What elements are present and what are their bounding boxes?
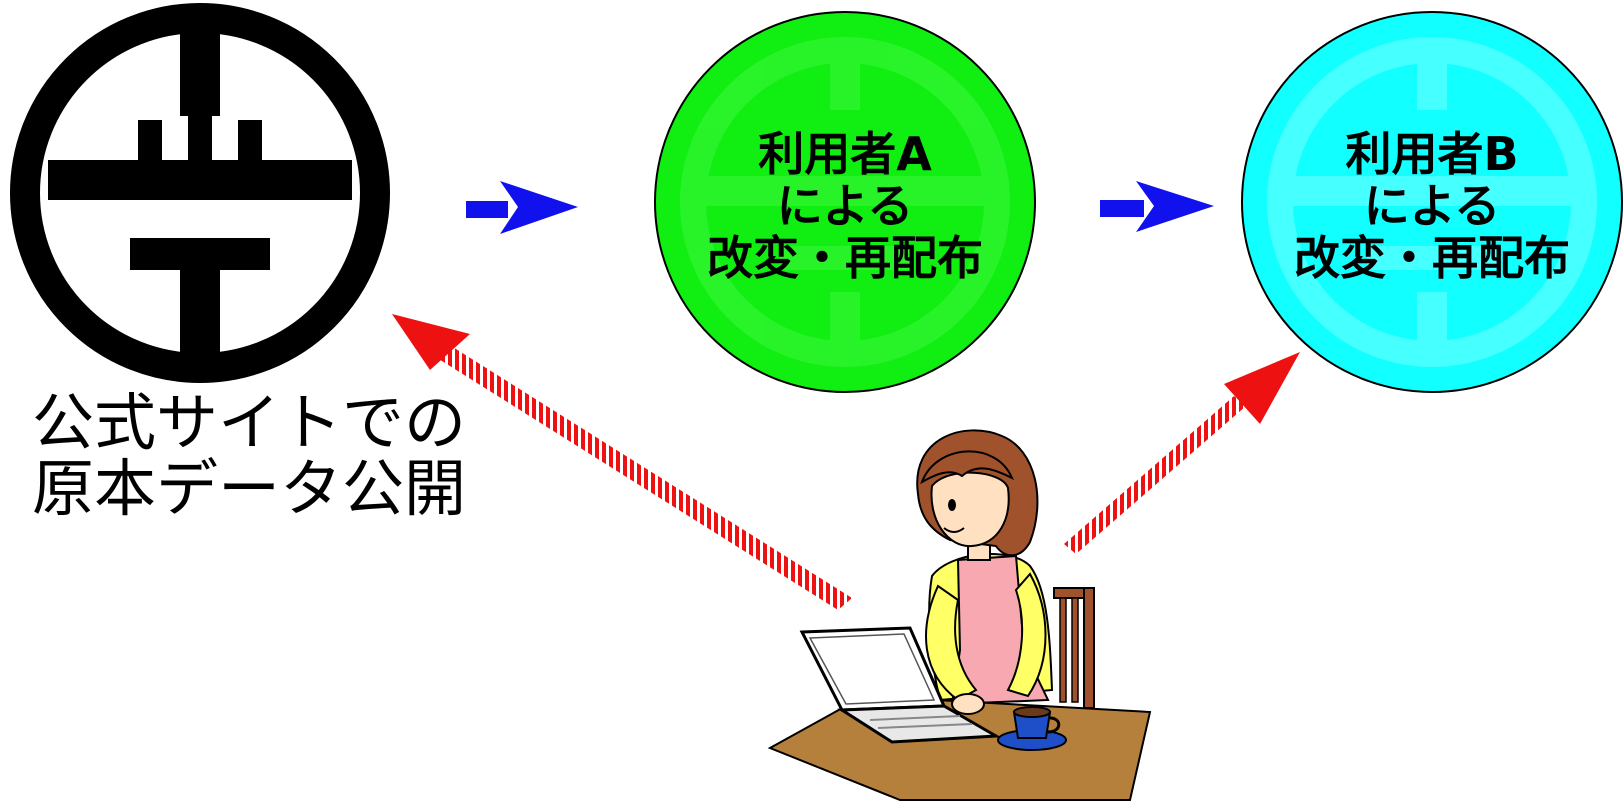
user-a-line3: 改変・再配布 — [707, 231, 983, 285]
official-emblem-icon — [10, 3, 390, 383]
user-b-line3: 改変・再配布 — [1294, 231, 1570, 285]
user-a-circle: 利用者A による 改変・再配布 — [654, 11, 1036, 393]
user-a-line2: による — [777, 179, 914, 233]
flow-arrow-1-icon — [466, 181, 578, 234]
user-b-line1: 利用者B — [1345, 127, 1518, 181]
user-b-watermark-icon — [1267, 37, 1597, 367]
user-a-watermark-icon — [680, 37, 1010, 367]
official-caption-line2: 原本データ公開 — [32, 452, 466, 525]
official-caption-line1: 公式サイトでの — [32, 386, 466, 459]
flow-arrow-2-icon — [1100, 181, 1214, 232]
user-b-line2: による — [1364, 179, 1501, 233]
user-a-line1: 利用者A — [758, 127, 932, 181]
user-b-circle: 利用者B による 改変・再配布 — [1241, 11, 1623, 393]
download-arrow-official-icon — [392, 314, 852, 610]
download-arrow-user-b-icon — [1064, 352, 1300, 554]
woman-using-laptop-icon — [767, 429, 1152, 801]
